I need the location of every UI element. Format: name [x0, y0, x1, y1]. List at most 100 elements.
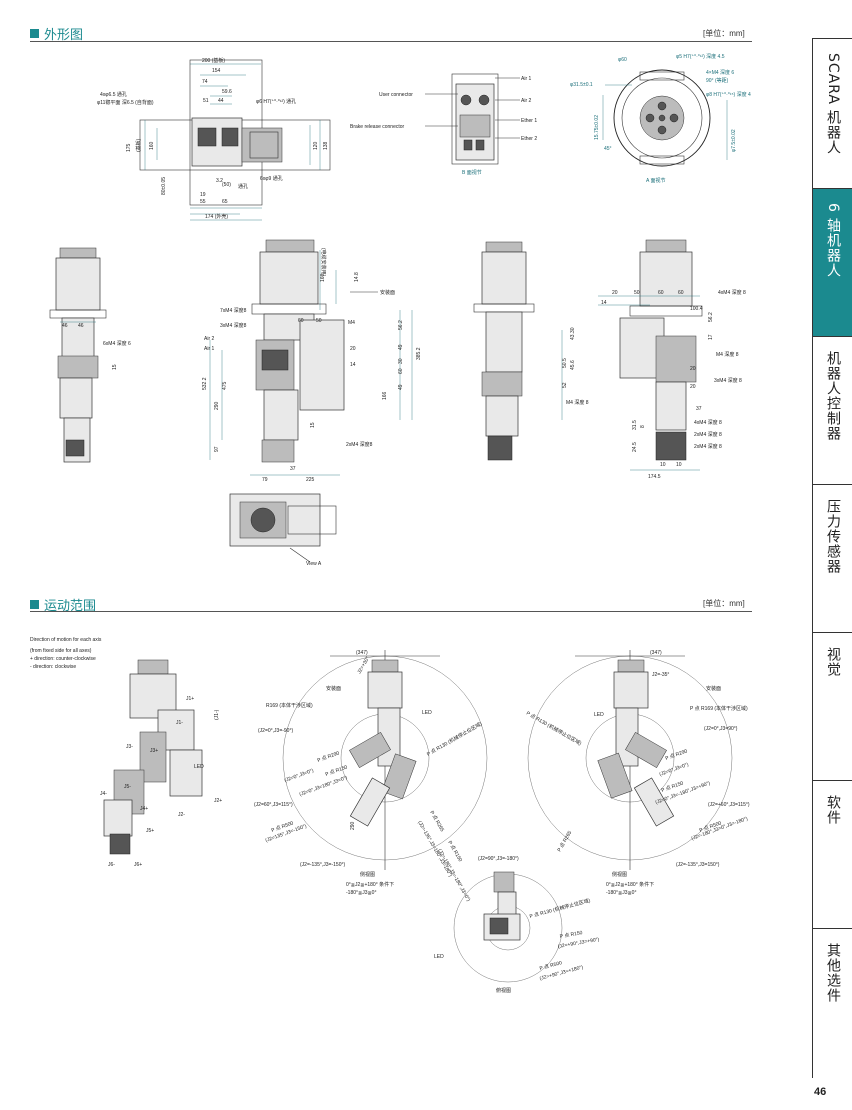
svg-text:37: 37 — [696, 406, 702, 412]
profile-view-drawing: 20 50 60 60 14 4xM4 深度 8 100.4 56.2 17 4… — [561, 239, 746, 480]
svg-text:20: 20 — [690, 366, 696, 372]
svg-text:J2-: J2- — [178, 812, 185, 818]
svg-text:J1+: J1+ — [186, 696, 194, 702]
svg-text:-180°≦J3≦0°: -180°≦J3≦0° — [346, 890, 376, 896]
svg-text:LED: LED — [194, 764, 204, 770]
svg-text:50.5: 50.5 — [562, 358, 568, 368]
svg-text:P 点 R169 (本体干涉区域): P 点 R169 (本体干涉区域) — [690, 705, 748, 712]
svg-text:475: 475 — [222, 381, 228, 390]
tab-scara[interactable]: SCARA 机器人 — [813, 39, 852, 189]
svg-text:15.75±0.02: 15.75±0.02 — [594, 115, 600, 140]
svg-text:200 (基板): 200 (基板) — [202, 57, 225, 64]
svg-text:45°: 45° — [604, 146, 612, 152]
svg-text:56.2: 56.2 — [398, 320, 404, 330]
svg-text:φ11锪平面 深6.5 (自背面): φ11锪平面 深6.5 (自背面) — [97, 99, 154, 106]
svg-text:View A: View A — [306, 561, 322, 567]
svg-text:J3-: J3- — [126, 744, 133, 750]
page-number: 46 — [814, 1086, 827, 1098]
svg-text:J2+: J2+ — [214, 798, 222, 804]
svg-text:俯视图: 俯视图 — [496, 987, 511, 994]
svg-text:290: 290 — [214, 401, 220, 410]
svg-text:J4+: J4+ — [140, 806, 148, 812]
svg-text:(347): (347) — [650, 650, 662, 656]
svg-text:4xM4 深度 8: 4xM4 深度 8 — [718, 289, 746, 296]
svg-text:174 (外壳): 174 (外壳) — [205, 213, 228, 220]
b-view-drawing: User connector Brake release connector A… — [350, 73, 537, 176]
svg-text:15: 15 — [112, 364, 118, 370]
svg-text:20: 20 — [612, 290, 618, 296]
rear-view-drawing — [473, 241, 535, 461]
svg-text:(J2=-135°,J3=-150°): (J2=-135°,J3=-150°) — [300, 862, 345, 868]
svg-text:50: 50 — [316, 318, 322, 324]
svg-text:J2=-35°: J2=-35° — [652, 672, 669, 678]
svg-text:(J2=-135°,J3=150°): (J2=-135°,J3=150°) — [676, 862, 720, 868]
svg-text:通孔: 通孔 — [238, 183, 248, 190]
svg-text:J5+: J5+ — [146, 828, 154, 834]
svg-text:(J2=0°,J3=0°): (J2=0°,J3=0°) — [659, 762, 690, 778]
svg-text:P 点 R290: P 点 R290 — [317, 750, 341, 764]
svg-text:20: 20 — [690, 384, 696, 390]
svg-text:51: 51 — [203, 98, 209, 104]
tab-controller[interactable]: 机器人控制器 — [813, 337, 852, 485]
svg-text:P 点 R265: P 点 R265 — [557, 830, 574, 853]
svg-text:52: 52 — [562, 382, 568, 388]
section-title-outline: 外形图 — [30, 24, 83, 43]
svg-text:Air 1: Air 1 — [521, 76, 532, 82]
svg-text:174.5: 174.5 — [648, 474, 661, 480]
svg-text:M4 深度 8: M4 深度 8 — [566, 399, 589, 406]
divider — [30, 611, 752, 612]
svg-text:LED: LED — [594, 712, 604, 718]
svg-text:J3+: J3+ — [150, 748, 158, 754]
left-range-diagram: (347) J2=+30° 安装面 R169 (本体干涉区域) LED (J2=… — [254, 650, 488, 903]
axis-illustration: J1+ J1- (J1-) J2+ J2- J3+ J3- J4+ J4- J5… — [100, 659, 222, 868]
svg-text:(J2=90°,J3=-180°): (J2=90°,J3=-180°) — [478, 856, 519, 862]
category-tabs: SCARA 机器人 6 轴机器人 机器人控制器 压力传感器 视觉 软件 其他选件 — [812, 38, 852, 1078]
svg-text:(J2=0°,J3=180°,J3=0°): (J2=0°,J3=180°,J3=0°) — [299, 775, 349, 798]
svg-text:φ6 H7(⁺⁰·⁰¹²) 通孔: φ6 H7(⁺⁰·⁰¹²) 通孔 — [256, 98, 296, 105]
svg-text:J4-: J4- — [100, 791, 107, 797]
section-title: 运动范围 — [44, 598, 97, 613]
svg-text:(J2=0°,J3=-90°): (J2=0°,J3=-90°) — [258, 728, 293, 734]
svg-text:(J2=-180°,J3=-180°,J3=0°): (J2=-180°,J3=-180°,J3=0°) — [436, 848, 471, 903]
tab-6axis[interactable]: 6 轴机器人 — [813, 189, 852, 337]
svg-text:31.5: 31.5 — [632, 420, 638, 430]
svg-text:65: 65 — [222, 199, 228, 205]
tab-software[interactable]: 软件 — [813, 781, 852, 929]
svg-text:49: 49 — [398, 384, 404, 390]
svg-text:φ31.5±0.1: φ31.5±0.1 — [570, 82, 593, 88]
svg-text:P 点 R290: P 点 R290 — [665, 748, 689, 762]
svg-text:60: 60 — [678, 290, 684, 296]
svg-text:侧视图: 侧视图 — [612, 871, 627, 878]
svg-text:(J2=0°,J3=90°): (J2=0°,J3=90°) — [704, 726, 738, 732]
svg-text:P 点 R130 (机械停止位区域): P 点 R130 (机械停止位区域) — [529, 897, 592, 920]
svg-text:φ5 H7(⁺⁰·⁰¹²) 深度 4.5: φ5 H7(⁺⁰·⁰¹²) 深度 4.5 — [676, 53, 725, 60]
svg-text:φ7.5±0.02: φ7.5±0.02 — [731, 129, 737, 152]
tab-options[interactable]: 其他选件 — [825, 943, 841, 1003]
technical-drawings: .ln { stroke:#333; stroke-width:0.6; fil… — [49, 53, 751, 994]
svg-text:4×M4 深度 6: 4×M4 深度 6 — [706, 69, 734, 76]
svg-text:P 点 R130 (机械停止位区域): P 点 R130 (机械停止位区域) — [525, 710, 583, 748]
svg-text:φ60: φ60 — [618, 57, 627, 63]
tab-vision[interactable]: 视觉 — [813, 633, 852, 781]
svg-text:14: 14 — [350, 362, 356, 368]
svg-text:60: 60 — [398, 368, 404, 374]
svg-text:8: 8 — [640, 425, 646, 428]
svg-text:Ether 1: Ether 1 — [521, 118, 537, 124]
svg-text:3xM4 深度 8: 3xM4 深度 8 — [714, 377, 742, 384]
svg-text:LED: LED — [434, 954, 444, 960]
svg-text:55: 55 — [200, 199, 206, 205]
svg-text:2xM4 深度 8: 2xM4 深度 8 — [694, 443, 722, 450]
svg-text:160: 160 — [149, 141, 155, 150]
svg-text:14: 14 — [601, 300, 607, 306]
svg-text:7xM4 深度8: 7xM4 深度8 — [220, 307, 247, 314]
svg-text:385.2: 385.2 — [416, 347, 422, 360]
svg-text:24.5: 24.5 — [632, 442, 638, 452]
svg-text:45.6: 45.6 — [570, 360, 576, 370]
svg-text:4xφ6.5 通孔: 4xφ6.5 通孔 — [100, 91, 127, 98]
svg-text:17: 17 — [708, 334, 714, 340]
tab-force-sensor[interactable]: 压力传感器 — [813, 485, 852, 633]
svg-text:User connector: User connector — [379, 92, 413, 98]
svg-text:P 点 R130 (机械停止位区域): P 点 R130 (机械停止位区域) — [426, 720, 484, 758]
svg-text:97: 97 — [214, 446, 220, 452]
svg-text:J5-: J5- — [124, 784, 131, 790]
